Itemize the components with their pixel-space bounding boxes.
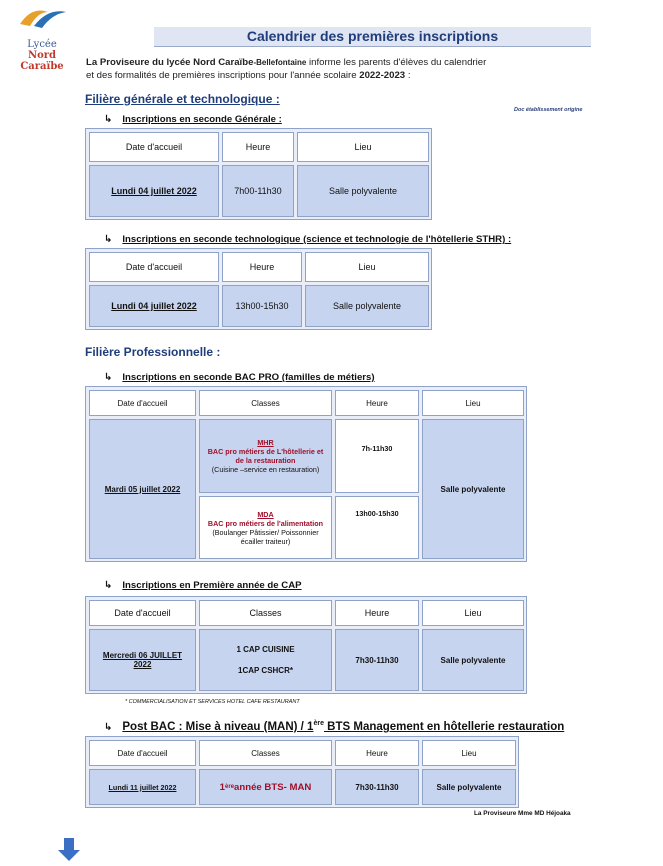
cell-class-mhr: MHR BAC pro métiers de L'hôtellerie et d… [199, 419, 332, 493]
mda-detail: (Boulanger Pâtissier/ Poissonnier écaill… [212, 527, 319, 546]
doc-note: Doc établissement origine [514, 107, 583, 113]
intro-part2: -Bellefontaine [253, 58, 307, 67]
header-date: Date d'accueil [89, 252, 219, 282]
section-title-pro: Filière Professionnelle : [85, 345, 221, 359]
header-classes: Classes [199, 740, 332, 766]
table-seconde-techno: Date d'accueil Heure Lieu Lundi 04 juill… [85, 248, 432, 330]
title-band [154, 27, 591, 47]
cell-time: 13h00-15h30 [222, 285, 302, 327]
intro-year: 2022-2023 [359, 70, 406, 81]
bts-class-sup: ère [225, 784, 235, 790]
bts-class-a: 1 [219, 781, 226, 793]
cell-time: 7h30-11h30 [335, 769, 419, 805]
cell-time: 7h30-11h30 [335, 629, 419, 691]
header-time: Heure [222, 252, 302, 282]
cell-place: Salle polyvalente [422, 769, 516, 805]
intro-part1: La Proviseure du lycée Nord Caraïbe [86, 57, 254, 68]
intro-part4: et des formalités de premières inscripti… [86, 70, 360, 81]
cell-place: Salle polyvalente [305, 285, 429, 327]
subsection-seconde-generale: ↳ Inscriptions en seconde Générale : [104, 114, 282, 125]
logo-line1: Lycée [27, 39, 57, 50]
cell-date: Lundi 04 juillet 2022 [89, 165, 219, 217]
arrow-bullet-icon: ↳ [104, 114, 113, 125]
cell-place: Salle polyvalente [422, 629, 524, 691]
cell-date: Mercredi 06 JUILLET 2022 [89, 629, 196, 691]
header-time: Heure [335, 390, 419, 416]
header-place: Lieu [422, 390, 524, 416]
logo-line2: Nord Caraïbe [20, 50, 64, 72]
intro-part5: : [405, 70, 411, 81]
subsection-cap: ↳ Inscriptions en Première année de CAP [104, 580, 302, 591]
table-bac-pro: Date d'accueil Classes Heure Lieu Mardi … [85, 386, 527, 562]
cell-date: Mardi 05 juillet 2022 [89, 419, 196, 559]
logo-swoosh-icon [20, 10, 66, 28]
mda-code: MDA [257, 509, 274, 519]
subsection-title: Inscriptions en seconde Générale : [122, 114, 282, 125]
table-seconde-generale: Date d'accueil Heure Lieu Lundi 04 juill… [85, 128, 432, 220]
cell-time-mhr: 7h-11h30 [335, 419, 419, 493]
arrow-bullet-icon: ↳ [104, 234, 113, 245]
cell-date: Lundi 11 juillet 2022 [89, 769, 196, 805]
header-time: Heure [222, 132, 294, 162]
cell-time-mda: 13h00-15h30 [335, 496, 419, 559]
intro-paragraph: La Proviseure du lycée Nord Caraïbe-Bell… [86, 56, 596, 82]
cell-classes: 1 CAP CUISINE 1CAP CSHCR* [199, 629, 332, 691]
cell-class-mda: MDA BAC pro métiers de l'alimentation (B… [199, 496, 332, 559]
mhr-code: MHR [257, 438, 274, 447]
page-title: Calendrier des premières inscriptions [246, 28, 499, 44]
subsection-seconde-techno: ↳ Inscriptions en seconde technologique (… [104, 234, 511, 245]
post-bac-title-sup: ère [313, 720, 324, 727]
header-time: Heure [335, 600, 419, 626]
header-place: Lieu [422, 600, 524, 626]
subsection-post-bac: ↳ Post BAC : Mise à niveau (MAN) / 1ère B… [104, 720, 564, 733]
post-bac-title-b: BTS Management en hôtellerie restauratio… [323, 720, 565, 733]
download-arrow-icon[interactable] [58, 838, 80, 861]
school-logo: Lycée Nord Caraïbe [14, 4, 70, 72]
cell-time: 7h00-11h30 [222, 165, 294, 217]
header-date: Date d'accueil [89, 740, 196, 766]
table-cap: Date d'accueil Classes Heure Lieu Mercre… [85, 596, 527, 694]
post-bac-title-a: Post BAC : Mise à niveau (MAN) / 1 [122, 720, 314, 733]
mhr-detail: (Cuisine –service en restauration) [211, 465, 320, 474]
signature: La Proviseure Mme MD Héjoaka [474, 810, 571, 817]
cell-date: Lundi 04 juillet 2022 [89, 285, 219, 327]
cell-place: Salle polyvalente [297, 165, 429, 217]
header-place: Lieu [422, 740, 516, 766]
header-classes: Classes [199, 600, 332, 626]
subsection-title: Inscriptions en seconde technologique (s… [122, 234, 512, 245]
table-post-bac: Date d'accueil Classes Heure Lieu Lundi … [85, 736, 519, 808]
header-date: Date d'accueil [89, 132, 219, 162]
header-place: Lieu [297, 132, 429, 162]
cell-place: Salle polyvalente [422, 419, 524, 559]
bts-class-b: année BTS- MAN [234, 781, 312, 793]
section-title-general: Filière générale et technologique : [85, 92, 280, 106]
cap-footnote: * COMMERCIALISATION ET SERVICES HOTEL CA… [125, 699, 300, 705]
mhr-name: BAC pro métiers de L'hôtellerie et de la… [207, 447, 324, 465]
header-classes: Classes [199, 390, 332, 416]
intro-part3: informe les parents d'élèves du calendri… [306, 57, 487, 68]
header-date: Date d'accueil [89, 390, 196, 416]
header-place: Lieu [305, 252, 429, 282]
mda-name: BAC pro métiers de l'alimentation [207, 518, 324, 528]
subsection-title: Inscriptions en seconde BAC PRO (famille… [122, 372, 375, 383]
subsection-title: Inscriptions en Première année de CAP [122, 580, 302, 591]
cap-class-1: 1 CAP CUISINE [236, 645, 295, 654]
arrow-bullet-icon: ↳ [104, 721, 113, 733]
header-date: Date d'accueil [89, 600, 196, 626]
arrow-bullet-icon: ↳ [104, 372, 113, 383]
arrow-bullet-icon: ↳ [104, 580, 113, 591]
header-time: Heure [335, 740, 419, 766]
cap-class-2: 1CAP CSHCR* [238, 666, 293, 675]
subsection-bac-pro: ↳ Inscriptions en seconde BAC PRO (famill… [104, 372, 375, 383]
